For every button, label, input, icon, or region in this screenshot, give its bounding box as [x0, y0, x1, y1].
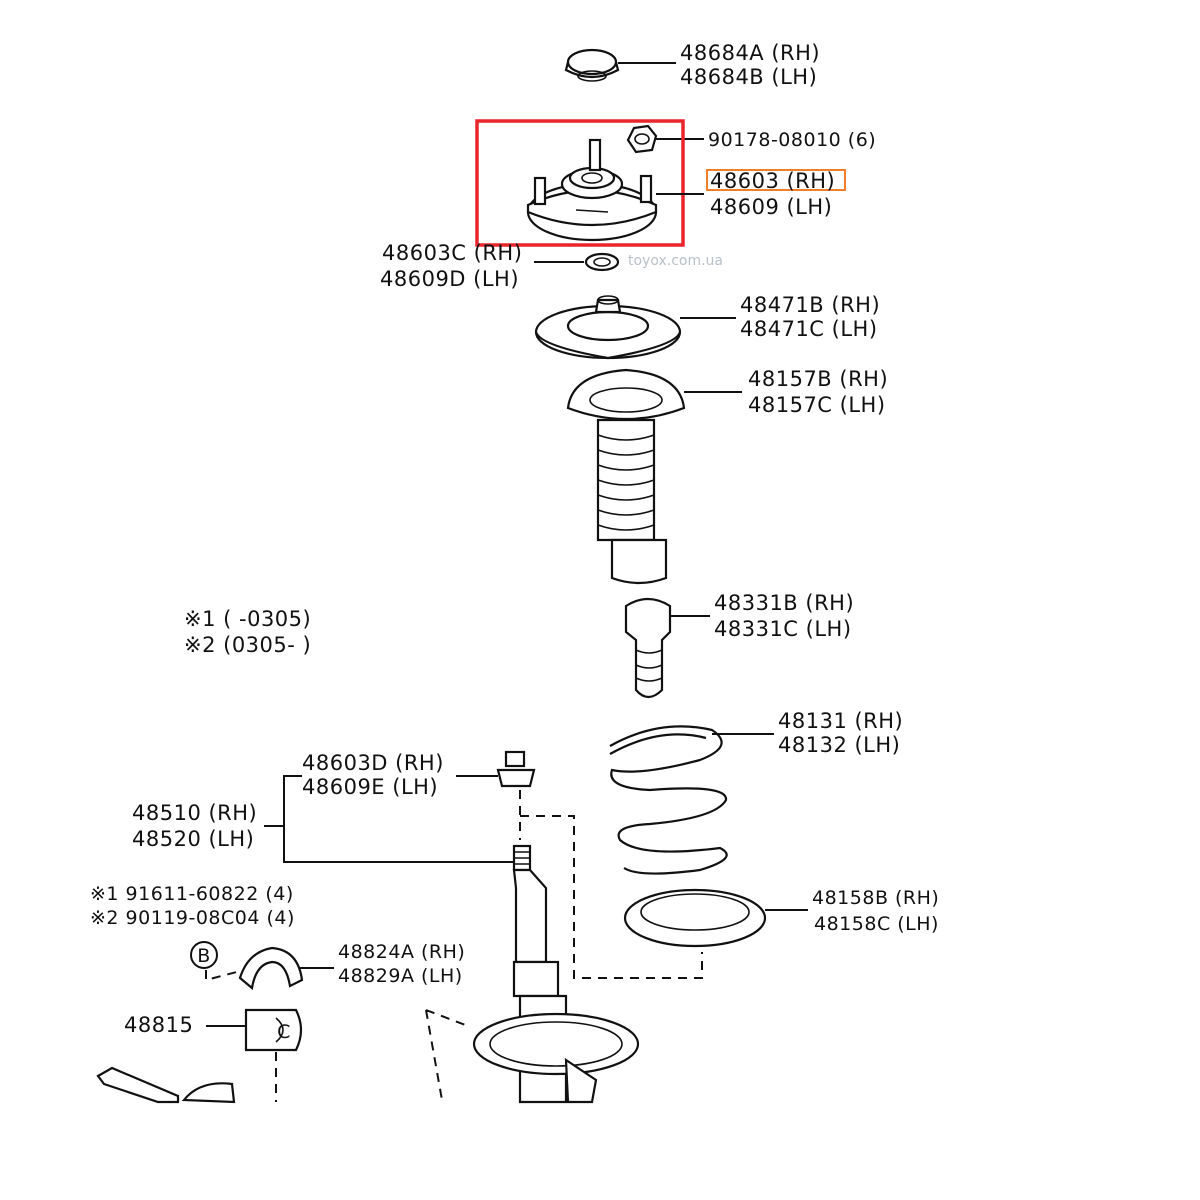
label-insulator-rh: 48157B (RH) [748, 367, 888, 391]
svg-text:B: B [197, 945, 211, 967]
note-2: ※2 (0305- ) [184, 633, 311, 657]
spring-insulator-boot [566, 368, 686, 585]
label-absorber-lh: 48520 (LH) [132, 827, 254, 851]
label-absorber-rh: 48510 (RH) [132, 801, 257, 825]
marker-b-guide [205, 967, 253, 982]
assembly-guide-lower [425, 1009, 469, 1101]
label-insulator-lh: 48157C (LH) [748, 393, 886, 417]
watermark: toyox.com.ua [628, 253, 723, 269]
label-lower-seat-lh: 48158C (LH) [814, 913, 939, 935]
label-bumper-rh: 48331B (RH) [714, 591, 854, 615]
bearing [584, 252, 620, 272]
label-bracket-rh: 48824A (RH) [338, 941, 465, 963]
label-lower-seat-rh: 48158B (RH) [812, 887, 939, 909]
label-upper-seat-lh: 48471C (LH) [740, 317, 878, 341]
label-bearing-lh: 48609D (LH) [380, 267, 519, 291]
assembly-guide [520, 815, 703, 979]
marker-b: B [190, 941, 218, 969]
stabilizer-bracket [238, 946, 304, 991]
bracket-absorber [283, 775, 514, 863]
label-bracket-lh: 48829A (LH) [338, 965, 463, 987]
strut-nut [496, 750, 536, 788]
stabilizer-bushing: C [244, 1008, 303, 1052]
label-support-rh: 48603 (RH) [710, 169, 835, 193]
stabilizer-bar [96, 1066, 236, 1104]
coil-spring [609, 725, 728, 875]
flange-nut [626, 124, 658, 154]
label-bushing: 48815 [124, 1013, 193, 1037]
label-nut: 90178-08010 (6) [708, 129, 876, 151]
bump-stopper [624, 597, 672, 699]
label-strut-nut-lh: 48609E (LH) [302, 775, 438, 799]
label-cap-rh: 48684A (RH) [680, 41, 820, 65]
selection-box [475, 119, 685, 247]
label-bumper-lh: 48331C (LH) [714, 617, 852, 641]
label-bolt-1: ※1 91611-60822 (4) [90, 883, 294, 905]
svg-text:C: C [277, 1021, 291, 1043]
label-upper-seat-rh: 48471B (RH) [740, 293, 880, 317]
label-bearing-rh: 48603C (RH) [382, 241, 522, 265]
label-bolt-2: ※2 90119-08C04 (4) [90, 907, 295, 929]
lower-spring-insulator [623, 888, 767, 948]
bottom-crop [0, 1104, 1200, 1200]
label-spring-rh: 48131 (RH) [778, 709, 903, 733]
label-spring-lh: 48132 (LH) [778, 733, 900, 757]
upper-spring-seat [534, 295, 682, 360]
label-strut-nut-rh: 48603D (RH) [302, 751, 444, 775]
label-highlight [706, 169, 846, 191]
shock-absorber [472, 844, 640, 1104]
label-cap-lh: 48684B (LH) [680, 65, 817, 89]
note-1: ※1 ( -0305) [184, 607, 311, 631]
dust-cap [564, 48, 620, 82]
strut-support-mount [526, 138, 658, 242]
label-support-lh: 48609 (LH) [710, 195, 832, 219]
